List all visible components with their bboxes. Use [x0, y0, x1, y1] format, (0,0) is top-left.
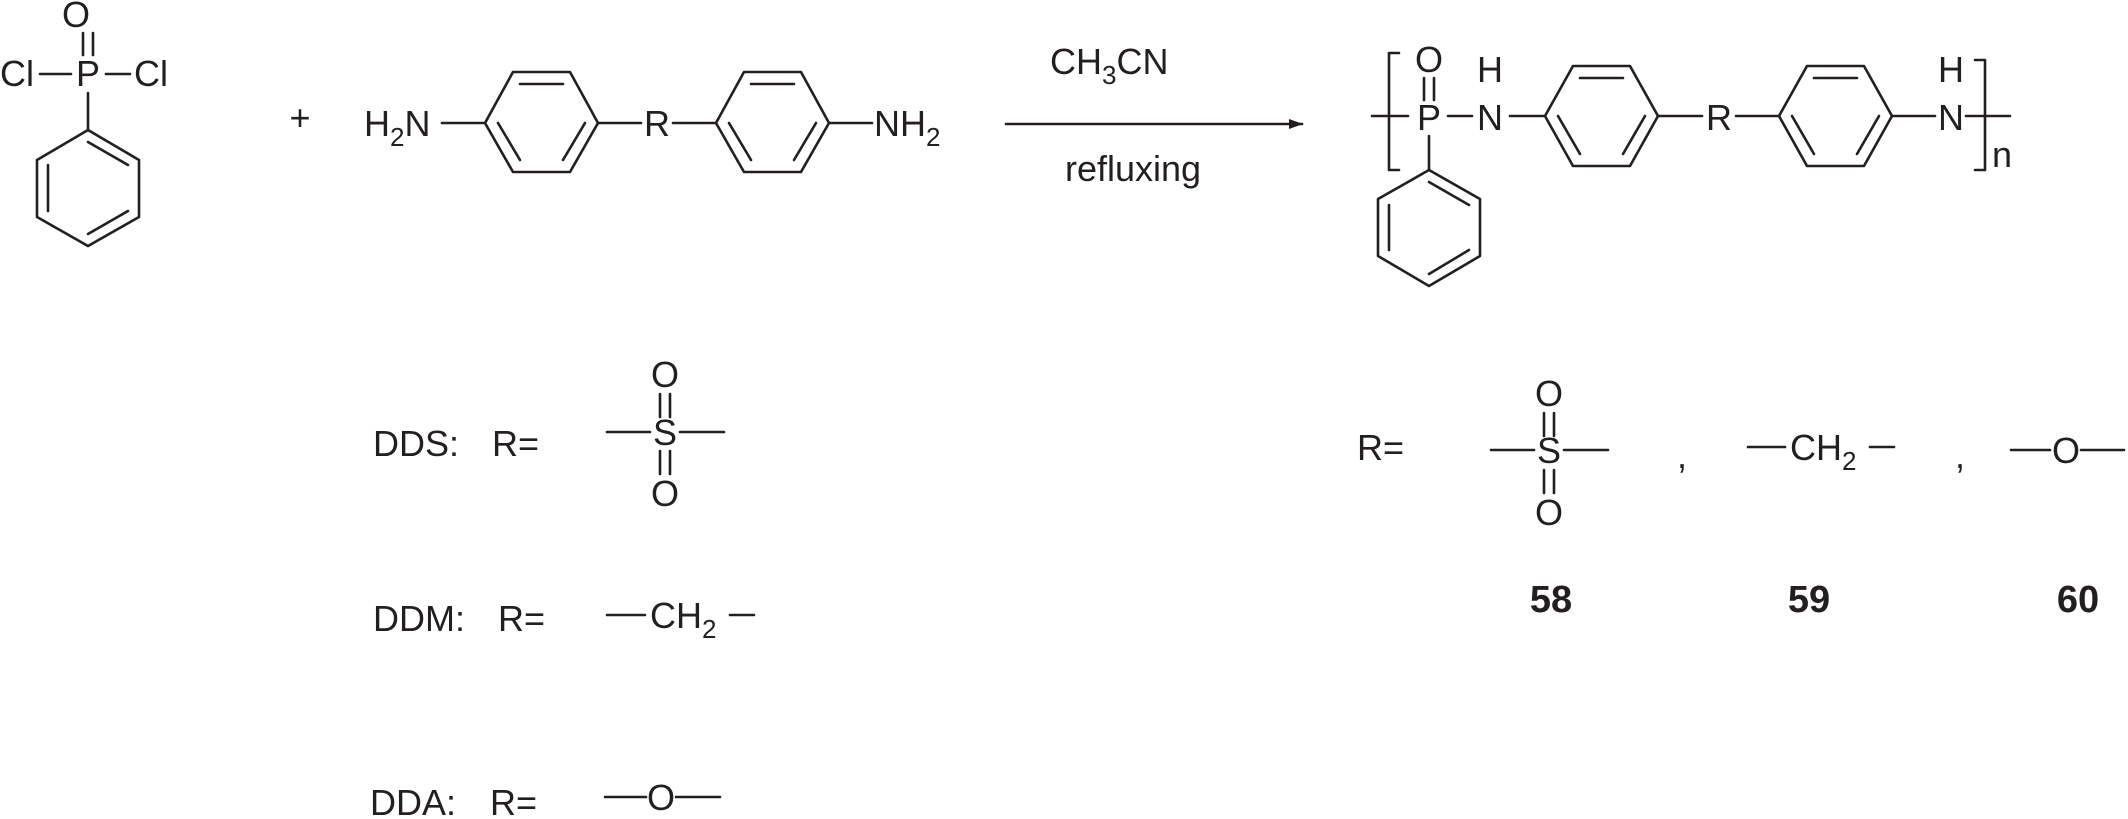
diamine-dds: DDS: R= O S O [373, 354, 726, 514]
ddm-r-equals: R= [498, 598, 545, 639]
r1-chlorine-left: Cl [0, 53, 34, 94]
p58-oxygen-bottom: O [1535, 492, 1563, 533]
product-nh1-h: H [1477, 49, 1503, 90]
reagent-acetonitrile: CH3CN [1050, 41, 1168, 90]
p58-oxygen-top: O [1535, 373, 1563, 414]
p60-oxygen: O [2052, 430, 2080, 471]
product-58-sulfonyl: O S O [1489, 373, 1610, 533]
r2-ring-2 [714, 70, 831, 174]
p58-sulfur: S [1537, 430, 1561, 471]
product-nh1-n: N [1477, 97, 1503, 138]
product-nh2-n: N [1938, 97, 1964, 138]
r2-ring-1 [483, 70, 600, 174]
r2-ring1-inner-3 [496, 121, 522, 162]
product-ring-1 [1543, 64, 1660, 168]
plus-sign: + [289, 97, 310, 138]
reaction-conditions: CH3CN refluxing [1004, 41, 1304, 189]
product-ring1-inner-3 [1556, 114, 1582, 156]
products-r-equals: R= [1357, 427, 1404, 468]
product-ring2-inner-3 [1790, 114, 1816, 156]
product-phosphorus: P [1417, 97, 1441, 138]
diamine-ddm: DDM: R= CH2 [373, 595, 756, 644]
r1-ring-inner-2 [86, 209, 130, 236]
r2-r-group: R [644, 103, 670, 144]
r1-ring-inner-1 [86, 140, 130, 167]
diamine-reactant: H2N R NH2 [364, 70, 940, 174]
product-phenyl-inner-2 [1427, 248, 1471, 276]
r2-ring1-inner-2 [561, 121, 587, 162]
product-repeat-n: n [1992, 134, 2012, 175]
dda-r-equals: R= [490, 782, 537, 819]
r2-amine-right: NH2 [874, 103, 940, 152]
product-ring2-inner-2 [1855, 114, 1881, 156]
product-nh2-h: H [1938, 49, 1964, 90]
compound-number-60: 60 [2057, 579, 2099, 621]
r2-ring2-inner-3 [727, 121, 753, 162]
reaction-step-label: refluxing [1065, 148, 1201, 189]
product-60-ether: O [2009, 430, 2126, 471]
r1-phenyl-ring [35, 128, 141, 248]
r1-chlorine-right: Cl [134, 53, 168, 94]
dds-oxygen-bottom: O [651, 473, 679, 514]
product-ring-2 [1777, 64, 1894, 168]
product-bracket-right [1973, 58, 1987, 172]
r1-phosphorus: P [76, 53, 100, 94]
product-r-definitions: R= O S O , CH2 , O 58 59 60 [1357, 373, 2126, 621]
ddm-methylene: CH2 [650, 595, 716, 644]
product-ring1-inner-2 [1621, 114, 1647, 156]
product-oxygen: O [1415, 39, 1443, 80]
r2-amine-left: H2N [364, 103, 430, 152]
product-bracket-left [1387, 51, 1401, 172]
compound-number-59: 59 [1788, 579, 1830, 621]
phenylphosphonic-dichloride: O P Cl Cl [0, 0, 168, 248]
comma-2: , [1955, 435, 1965, 476]
r1-oxygen: O [62, 0, 90, 35]
dda-oxygen: O [647, 777, 675, 818]
product-59-methylene: CH2 [1746, 427, 1896, 476]
dda-name: DDA: [370, 782, 456, 819]
product-r-group: R [1706, 97, 1732, 138]
comma-1: , [1677, 435, 1687, 476]
product-phenyl-inner-1 [1427, 180, 1471, 207]
product-phenyl-ring [1376, 168, 1482, 288]
dds-name: DDS: [373, 423, 459, 464]
polyphosphonamide-product: O P H N R H N n [1370, 39, 2012, 288]
dds-sulfur: S [653, 412, 677, 453]
dds-oxygen-top: O [651, 354, 679, 395]
ddm-name: DDM: [373, 598, 465, 639]
p59-methylene: CH2 [1790, 427, 1856, 476]
diamine-dda: DDA: R= O [370, 777, 722, 819]
dds-r-equals: R= [492, 423, 539, 464]
compound-number-58: 58 [1530, 579, 1572, 621]
r2-ring2-inner-2 [792, 121, 818, 162]
